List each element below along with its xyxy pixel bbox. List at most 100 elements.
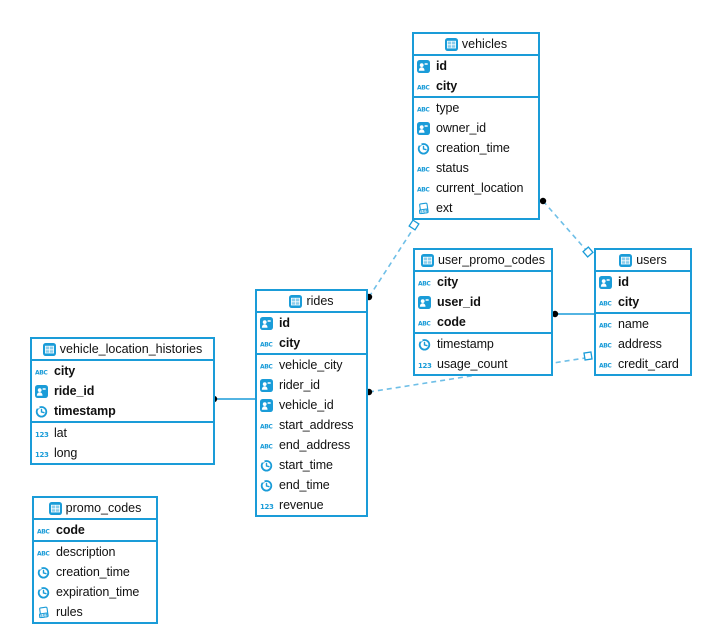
relationship-line-rides-to-vehicles[interactable]	[368, 228, 414, 298]
field-name: ride_id	[54, 384, 95, 398]
text-type-icon: ABC	[418, 276, 434, 289]
field-rider_id: rider_id	[257, 375, 366, 395]
uuid-type-icon	[260, 398, 276, 412]
table-icon	[420, 253, 434, 267]
field-end_time: end_time	[257, 475, 366, 495]
field-expiration_time: expiration_time	[34, 582, 156, 602]
field-name: code	[56, 523, 85, 537]
field-name: end_address	[279, 438, 351, 452]
field-name: credit_card	[618, 357, 679, 371]
text-type-icon: ABC	[599, 338, 615, 351]
field-name: creation_time	[56, 565, 130, 579]
svg-text:ABC: ABC	[37, 550, 50, 557]
table-header-promo_codes[interactable]: promo_codes	[34, 498, 156, 520]
uuid-type-icon	[417, 59, 433, 73]
field-name: end_time	[279, 478, 330, 492]
relationship-line-vehicles-to-users[interactable]	[542, 200, 587, 251]
field-name: name	[618, 317, 649, 331]
table-icon	[42, 342, 56, 356]
text-type-icon: ABC	[35, 365, 51, 378]
uuid-type-icon	[260, 378, 276, 392]
svg-text:ABC: ABC	[417, 106, 430, 113]
field-timestamp: timestamp	[32, 401, 213, 421]
text-type-icon: ABC	[260, 439, 276, 452]
field-name: id	[436, 59, 447, 73]
table-header-vehicle_location_histories[interactable]: vehicle_location_histories	[32, 339, 213, 361]
field-end_address: ABC end_address	[257, 435, 366, 455]
uuid-type-icon	[599, 275, 615, 289]
table-title: rides	[306, 294, 334, 308]
table-icon	[444, 37, 458, 51]
table-header-user_promo_codes[interactable]: user_promo_codes	[415, 250, 551, 272]
field-name: vehicle_city	[279, 358, 343, 372]
datetime-type-icon	[35, 405, 51, 418]
table-header-vehicles[interactable]: vehicles	[414, 34, 538, 56]
svg-text:JSON: JSON	[38, 612, 49, 617]
datetime-type-icon	[260, 459, 276, 472]
table-icon	[289, 294, 303, 308]
table-title: users	[636, 253, 667, 267]
field-name: city	[618, 295, 640, 309]
svg-text:ABC: ABC	[417, 166, 430, 173]
svg-text:ABC: ABC	[599, 300, 612, 307]
svg-text:ABC: ABC	[260, 363, 273, 370]
table-header-rides[interactable]: rides	[257, 291, 366, 313]
uuid-type-icon	[35, 384, 51, 398]
svg-text:123: 123	[35, 430, 49, 438]
uuid-type-icon	[418, 295, 434, 309]
text-type-icon: ABC	[37, 524, 53, 537]
field-name: city	[54, 364, 76, 378]
field-name: city	[279, 336, 301, 350]
datetime-type-icon	[37, 566, 53, 579]
svg-text:ABC: ABC	[599, 322, 612, 329]
field-name: rider_id	[279, 378, 320, 392]
text-type-icon: ABC	[599, 296, 615, 309]
table-title: promo_codes	[65, 501, 142, 515]
text-type-icon: ABC	[37, 546, 53, 559]
svg-text:ABC: ABC	[35, 369, 48, 376]
field-name: ext	[436, 201, 453, 215]
svg-text:123: 123	[260, 502, 274, 510]
svg-text:ABC: ABC	[260, 443, 273, 450]
field-name: timestamp	[54, 404, 116, 418]
field-id: id	[414, 56, 538, 76]
svg-text:123: 123	[35, 450, 49, 458]
text-type-icon: ABC	[599, 358, 615, 371]
field-name: expiration_time	[56, 585, 140, 599]
text-type-icon: ABC	[417, 162, 433, 175]
table-title: vehicles	[461, 37, 508, 51]
field-creation_time: creation_time	[414, 138, 538, 158]
svg-text:ABC: ABC	[417, 84, 430, 91]
field-name: owner_id	[436, 121, 486, 135]
field-name: long	[54, 446, 78, 460]
svg-text:ABC: ABC	[417, 186, 430, 193]
primary-key-section: ABC city ride_id timestamp	[32, 361, 213, 423]
field-name: id	[618, 275, 629, 289]
svg-text:ABC: ABC	[260, 341, 273, 348]
field-name: description	[56, 545, 116, 559]
field-timestamp: timestamp	[415, 334, 551, 354]
datetime-type-icon	[37, 586, 53, 599]
field-creation_time: creation_time	[34, 562, 156, 582]
table-header-users[interactable]: users	[596, 250, 690, 272]
